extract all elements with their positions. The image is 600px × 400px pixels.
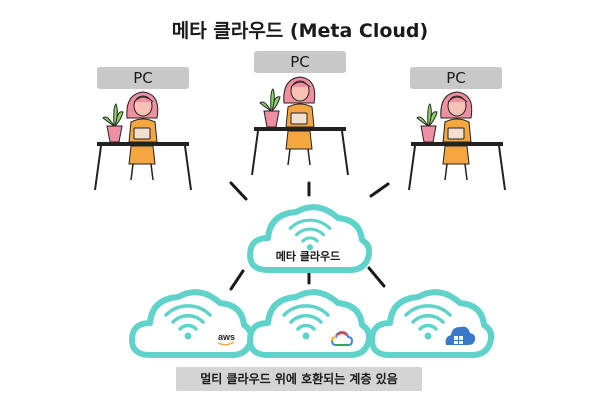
aws-logo-icon: aws — [217, 332, 235, 346]
pc-label-right: PC — [410, 67, 502, 89]
connector-lines — [229, 181, 390, 291]
google-cloud-logo-icon — [330, 330, 354, 346]
azure-logo-icon — [445, 326, 476, 345]
pc-label-center: PC — [254, 51, 346, 73]
meta-cloud-label: 메타 클라우드 — [275, 250, 341, 263]
caption-box: 멀티 클라우드 위에 호환되는 계층 있음 — [176, 367, 422, 391]
workstation-center — [251, 76, 349, 176]
aws-cloud: aws — [132, 292, 251, 355]
workstation-right — [408, 91, 506, 191]
diagram-title: 메타 클라우드 (Meta Cloud) — [171, 20, 429, 42]
pc-label-left: PC — [97, 67, 189, 89]
google-cloud — [250, 292, 369, 355]
workstation-left — [94, 91, 192, 191]
azure-cloud — [372, 292, 491, 355]
svg-text:aws: aws — [218, 332, 235, 342]
